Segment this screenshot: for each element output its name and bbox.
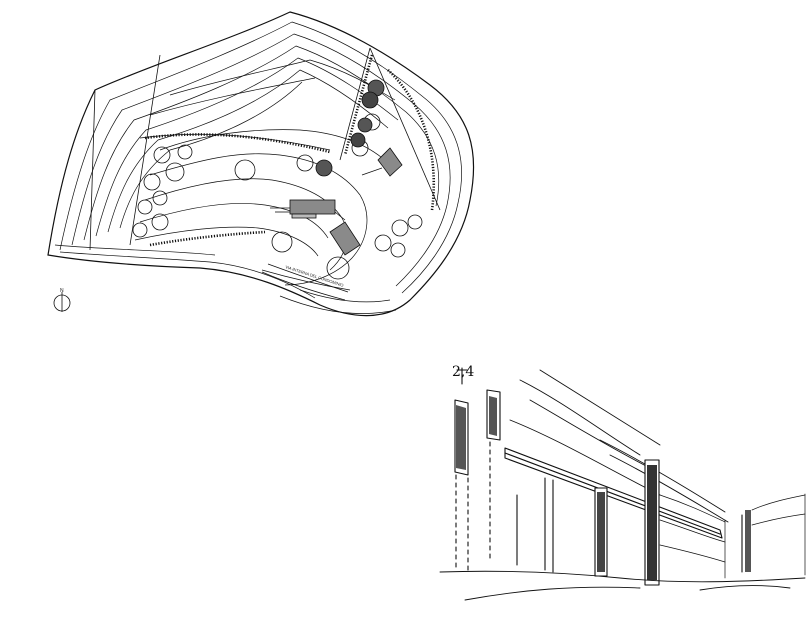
hatched-trees xyxy=(315,79,385,177)
site-boundary xyxy=(47,11,475,317)
annex xyxy=(377,147,403,177)
trees xyxy=(132,113,423,280)
access-road xyxy=(261,263,349,301)
left-wall xyxy=(454,399,469,573)
right-wall xyxy=(659,493,806,579)
main-house xyxy=(289,199,336,215)
north-label: N xyxy=(60,288,64,294)
perspective-sketch: 2,4 xyxy=(439,364,806,601)
sketch-note: 2,4 xyxy=(452,364,474,380)
roof-lines xyxy=(509,369,729,523)
contour-lines xyxy=(54,21,463,314)
columns xyxy=(516,459,751,586)
mid-wall xyxy=(486,389,501,561)
lot-lines xyxy=(89,47,441,251)
buildings xyxy=(270,147,403,256)
ground-lines xyxy=(439,570,806,601)
scale-figure xyxy=(456,367,468,385)
garage xyxy=(329,221,361,256)
roof-beam xyxy=(504,447,723,539)
north-arrow: N xyxy=(53,288,71,312)
hedges xyxy=(144,54,436,247)
site-plan: VIA INTERNA DEL CONDOMINIO xyxy=(47,11,475,317)
